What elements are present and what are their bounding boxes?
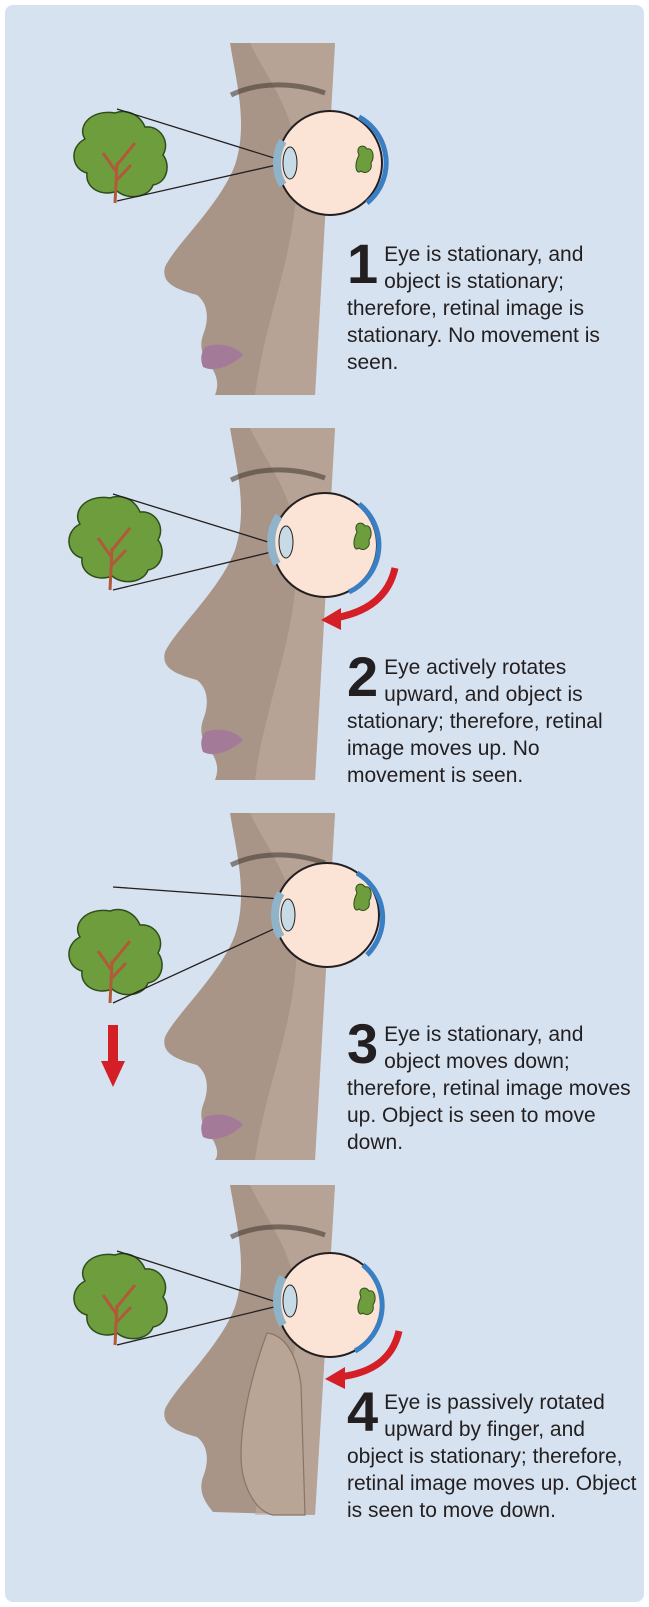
panel-1-number: 1 [347, 243, 378, 285]
panel-3-number: 3 [347, 1023, 378, 1065]
panel-1-text: Eye is stationary, and object is station… [347, 243, 600, 374]
retinal-image [356, 146, 373, 172]
retinal-image [354, 884, 371, 910]
panel-4-number: 4 [347, 1391, 378, 1433]
retinal-image [358, 1288, 375, 1314]
eyeball [275, 863, 383, 967]
down-arrow [101, 1025, 125, 1087]
tree-icon [69, 497, 162, 590]
tree-icon [69, 910, 162, 1003]
panel-3-text: Eye is stationary, and object moves down… [347, 1023, 631, 1154]
panel-2-text: Eye actively rotates upward, and object … [347, 656, 603, 787]
eyeball [277, 111, 386, 215]
eyeball [271, 493, 379, 597]
retinal-image [354, 523, 371, 549]
tree-icon [74, 112, 167, 203]
tree-icon [74, 1254, 167, 1345]
panel-4-text: Eye is passively rotated upward by finge… [347, 1391, 636, 1522]
eyeball [277, 1253, 382, 1357]
panel-2-number: 2 [347, 656, 378, 698]
